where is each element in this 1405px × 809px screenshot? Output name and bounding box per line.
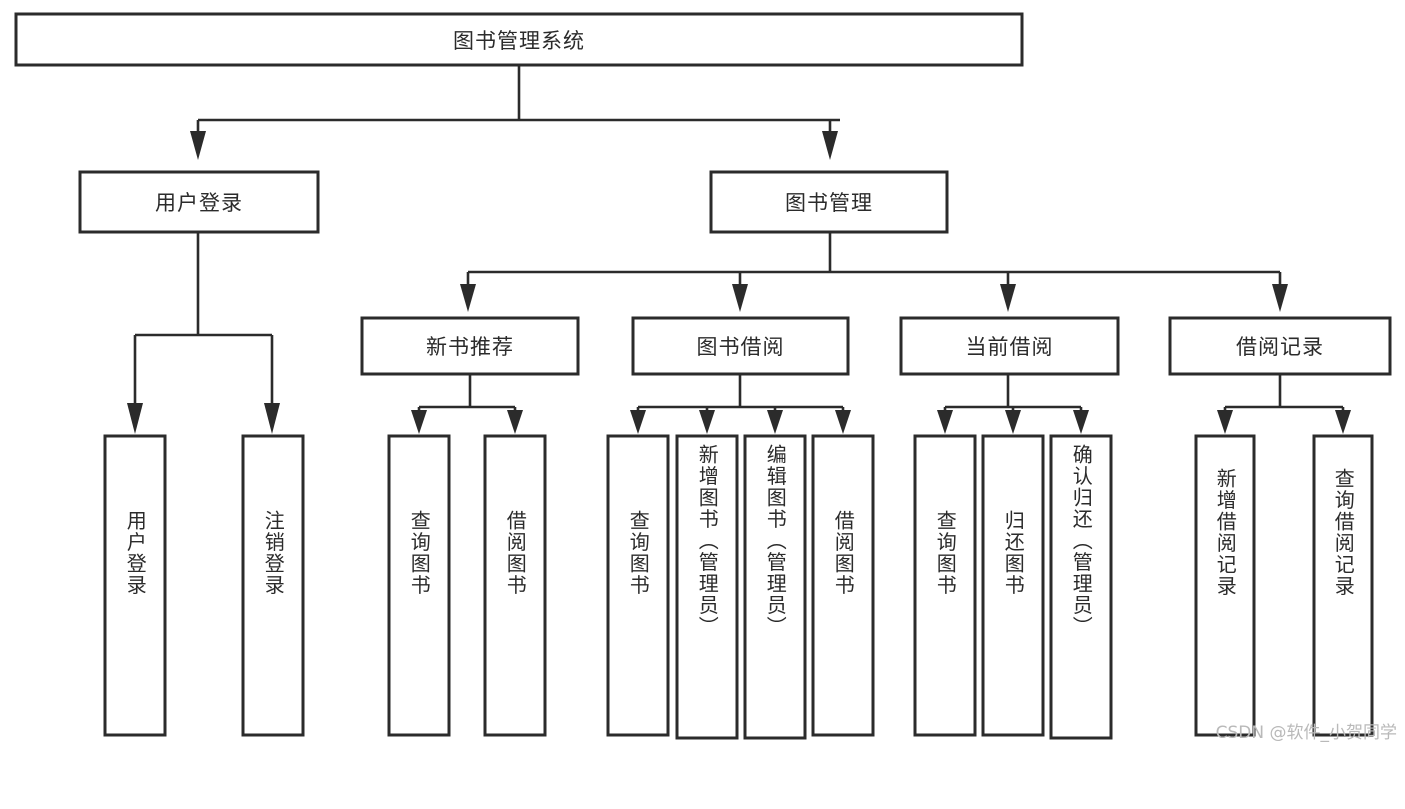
arrow-head-leaf-query-book-3 — [937, 410, 953, 434]
arrow-head-leaf-query-book-2 — [630, 410, 646, 434]
node-borrow-record[interactable] — [1168, 316, 1392, 376]
node-leaf-query-book-3[interactable] — [913, 434, 977, 737]
flowchart-svg — [14, 12, 1392, 740]
node-leaf-add-record[interactable] — [1194, 434, 1256, 737]
arrow-head-leaf-query-record — [1335, 410, 1351, 434]
node-leaf-query-record[interactable] — [1312, 434, 1374, 737]
arrow-head-leaf-query-book-1 — [411, 410, 427, 434]
arrow-head-leaf-add-book — [699, 410, 715, 434]
node-leaf-add-book[interactable] — [675, 434, 739, 740]
node-leaf-query-book-1[interactable] — [387, 434, 451, 737]
arrow-head-leaf-borrow-book-2 — [835, 410, 851, 434]
node-new-book-recommend[interactable] — [360, 316, 580, 376]
arrow-head-borrow-record — [1272, 284, 1288, 312]
arrow-head-book-mgmt — [822, 131, 838, 160]
edge-group-borrow-record — [1217, 374, 1351, 434]
arrow-head-leaf-confirm-return — [1073, 410, 1089, 434]
arrow-head-leaf-logout — [264, 403, 280, 434]
arrow-head-leaf-borrow-book-1 — [507, 410, 523, 434]
edge-group-book-borrow — [630, 374, 851, 434]
node-leaf-borrow-book-1[interactable] — [483, 434, 547, 737]
node-leaf-user-login[interactable] — [103, 434, 167, 737]
flowchart-canvas: 图书管理系统 用户登录 图书管理 新书推荐 图书借阅 当前借阅 借阅记录 用户登… — [14, 12, 1397, 743]
node-leaf-return-book[interactable] — [981, 434, 1045, 737]
edge-group-book-mgmt — [460, 232, 1288, 312]
node-leaf-borrow-book-2[interactable] — [811, 434, 875, 737]
edge-group-new-book-rec — [411, 374, 523, 434]
edge-group-user-login — [127, 232, 280, 434]
csdn-watermark: CSDN @软件_小贺同学 — [1215, 723, 1397, 743]
node-leaf-query-book-2[interactable] — [606, 434, 670, 737]
node-book-management[interactable] — [709, 170, 949, 234]
arrow-head-user-login — [190, 131, 206, 160]
arrow-head-leaf-add-record — [1217, 410, 1233, 434]
arrow-head-book-borrow — [732, 284, 748, 312]
edge-group-current-borrow — [937, 374, 1089, 434]
arrow-head-current-borrow — [1000, 284, 1016, 312]
arrow-head-leaf-return-book — [1005, 410, 1021, 434]
node-user-login[interactable] — [78, 170, 320, 234]
arrow-head-leaf-edit-book — [767, 410, 783, 434]
node-current-borrow[interactable] — [899, 316, 1120, 376]
node-leaf-edit-book[interactable] — [743, 434, 807, 740]
node-leaf-confirm-return[interactable] — [1049, 434, 1113, 740]
node-book-borrow[interactable] — [631, 316, 850, 376]
arrow-head-new-book-rec — [460, 284, 476, 312]
node-root[interactable] — [14, 12, 1024, 67]
arrow-head-leaf-user-login — [127, 403, 143, 434]
edge-group-root — [190, 65, 840, 160]
node-leaf-logout[interactable] — [241, 434, 305, 737]
